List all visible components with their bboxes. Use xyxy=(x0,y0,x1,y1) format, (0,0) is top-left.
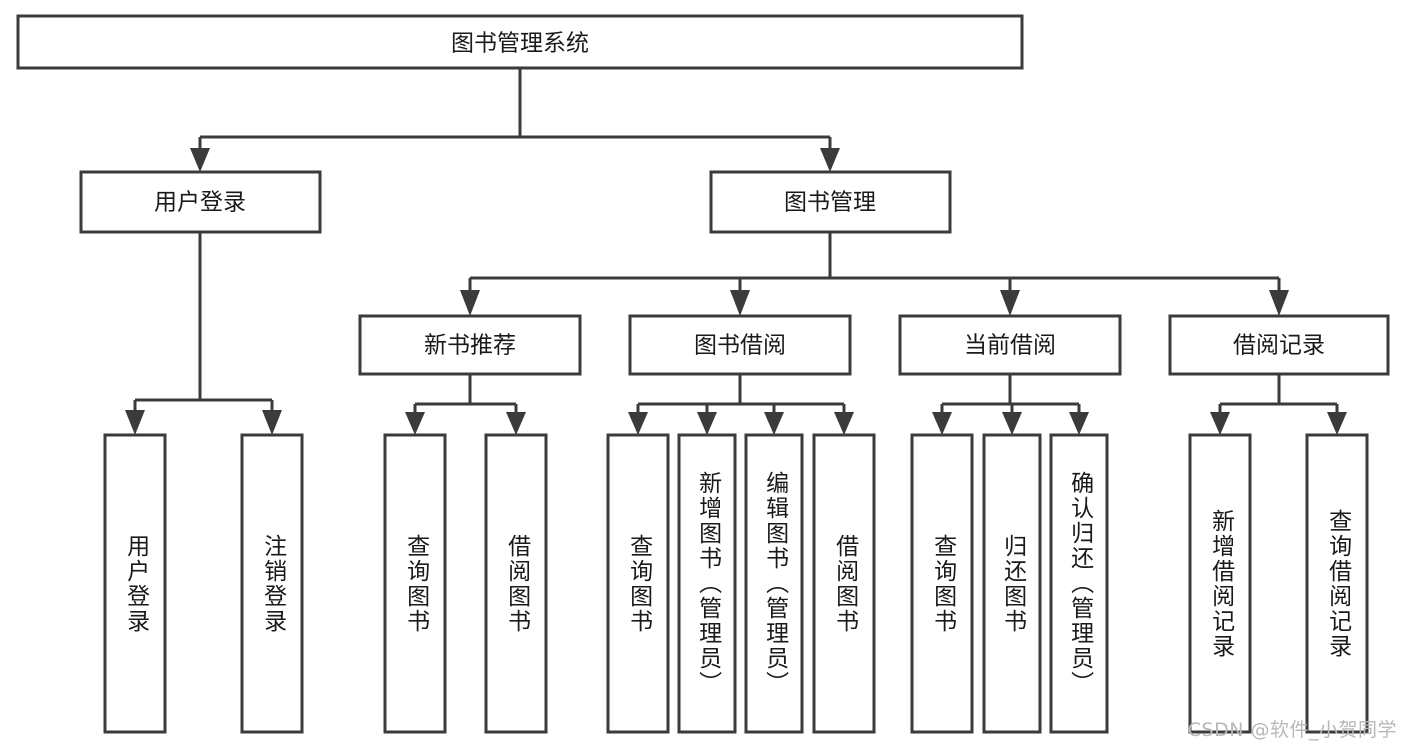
arrow-to-leaf-11 xyxy=(1069,412,1089,435)
leaf-box-query-book-2[interactable] xyxy=(606,433,670,734)
arrow-to-leaf-5 xyxy=(628,412,648,435)
arrow-to-book-borrow xyxy=(730,290,750,316)
connector-borrow-to-leaves xyxy=(636,374,846,423)
arrow-to-leaf-12 xyxy=(1210,412,1230,435)
csdn-watermark: CSDN @软件_小贺同学 xyxy=(1187,719,1397,741)
arrow-to-leaf-4 xyxy=(506,412,526,435)
leaf-box-logout[interactable] xyxy=(240,433,304,734)
arrow-to-leaf-8 xyxy=(834,412,854,435)
leaf-box-edit-book-admin[interactable] xyxy=(744,433,804,734)
arrow-to-current-borrow xyxy=(1000,290,1020,316)
leaf-box-user-login[interactable] xyxy=(103,433,167,734)
arrow-to-leaf-6 xyxy=(697,412,717,435)
connector-newbooks-to-leaves xyxy=(413,374,518,423)
borrow-records-box[interactable] xyxy=(1168,314,1390,376)
book-borrow-box[interactable] xyxy=(628,314,852,376)
connector-root-to-level2 xyxy=(198,68,832,160)
root-label: 图书管理系统 xyxy=(451,31,589,57)
arrow-to-leaf-2 xyxy=(262,410,282,435)
book-management-label: 图书管理 xyxy=(784,190,876,216)
root-box[interactable] xyxy=(16,14,1024,70)
leaf-layer xyxy=(103,433,1369,734)
arrow-to-user-login xyxy=(190,148,210,172)
leaf-box-add-book-admin[interactable] xyxy=(677,433,737,734)
connector-bookmgmt-to-level3 xyxy=(468,232,1281,300)
connector-records-to-leaves xyxy=(1218,374,1339,423)
node-current-borrow[interactable]: 当前借阅 xyxy=(898,314,1122,376)
book-borrow-label: 图书借阅 xyxy=(694,333,786,359)
arrow-to-leaf-7 xyxy=(764,412,784,435)
new-book-recommend-label: 新书推荐 xyxy=(424,333,516,359)
leaf-box-borrow-book-2[interactable] xyxy=(812,433,876,734)
arrow-to-leaf-10 xyxy=(1002,412,1022,435)
arrow-to-leaf-9 xyxy=(932,412,952,435)
arrow-to-leaf-13 xyxy=(1327,412,1347,435)
leaf-box-query-book-1[interactable] xyxy=(383,433,447,734)
leaf-box-query-book-3[interactable] xyxy=(910,433,974,734)
node-borrow-records[interactable]: 借阅记录 xyxy=(1168,314,1390,376)
node-root[interactable]: 图书管理系统 xyxy=(16,14,1024,70)
connector-userlogin-to-leaves xyxy=(133,232,274,423)
arrow-to-new-books xyxy=(460,290,480,316)
borrow-records-label: 借阅记录 xyxy=(1233,333,1325,359)
arrowhead-layer xyxy=(125,148,1347,435)
arrow-to-leaf-3 xyxy=(405,412,425,435)
current-borrow-box[interactable] xyxy=(898,314,1122,376)
arrow-to-borrow-records xyxy=(1269,290,1289,316)
leaf-box-borrow-book-1[interactable] xyxy=(484,433,548,734)
node-book-borrow[interactable]: 图书借阅 xyxy=(628,314,852,376)
node-book-management[interactable]: 图书管理 xyxy=(709,170,952,234)
book-management-box[interactable] xyxy=(709,170,952,234)
node-new-book-recommend[interactable]: 新书推荐 xyxy=(358,314,582,376)
user-login-box[interactable] xyxy=(79,170,322,234)
user-login-label: 用户登录 xyxy=(154,190,246,216)
current-borrow-label: 当前借阅 xyxy=(964,333,1056,359)
connector-layer xyxy=(133,68,1339,423)
leaf-box-confirm-return[interactable] xyxy=(1049,433,1109,734)
leaf-box-add-record[interactable] xyxy=(1188,433,1252,734)
leaf-box-query-record[interactable] xyxy=(1305,433,1369,734)
arrow-to-book-mgmt xyxy=(820,148,840,172)
new-book-recommend-box[interactable] xyxy=(358,314,582,376)
node-user-login[interactable]: 用户登录 xyxy=(79,170,322,234)
leaf-box-return-book[interactable] xyxy=(982,433,1042,734)
arrow-to-leaf-1 xyxy=(125,410,145,435)
